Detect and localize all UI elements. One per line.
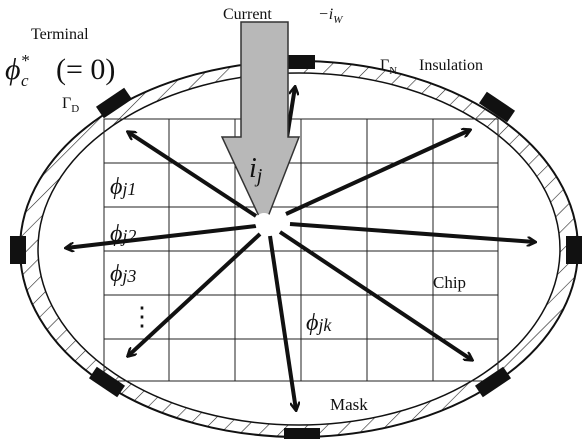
terminal-pads [10,55,582,439]
gamma-d-label: ΓD [62,95,79,115]
terminal-pad-bottom [284,428,320,439]
insulation-label: Insulation [419,57,483,74]
terminal-pad-left [10,236,26,264]
injection-current-arrow [220,21,301,229]
phi-j2-label: ϕj2 [110,221,136,247]
phi-j3-label: ϕj3 [110,261,136,287]
current-symbol: −iW [318,6,343,26]
arrow-down [268,235,296,410]
terminal-potential-value: (= 0) [56,53,115,86]
injection-point [255,213,273,231]
terminal-pad-lower-right [474,366,512,398]
arrow-lower-right [278,230,472,360]
arrow-left [66,224,257,248]
arrow-upper-right [285,130,470,216]
chip-mask-grid [103,118,499,382]
phi-j1-label: ϕj1 [110,174,136,200]
current-ij-label: ij [249,153,263,187]
terminal-pad-lower-left [88,366,126,398]
current-spread-arrows [66,87,535,410]
wafer-inner-boundary [37,72,561,426]
arrow-upper-left [128,132,258,218]
terminal-potential: ϕ*c [5,51,30,90]
phi-continuation-dots: ⋮ [129,302,155,331]
terminal-pad-upper-left [95,87,133,119]
gamma-n-label: ΓN [380,57,397,77]
chip-label: Chip [433,273,466,292]
arrow-lower-left [128,232,262,356]
terminal-pad-right [566,236,582,264]
terminal-pad-upper-right [478,91,516,123]
terminal-label: Terminal [31,26,89,43]
current-label: Current [223,6,272,23]
arrow-right [289,222,535,242]
mask-label: Mask [330,395,368,414]
phi-jk-label: ϕjk [306,310,332,336]
